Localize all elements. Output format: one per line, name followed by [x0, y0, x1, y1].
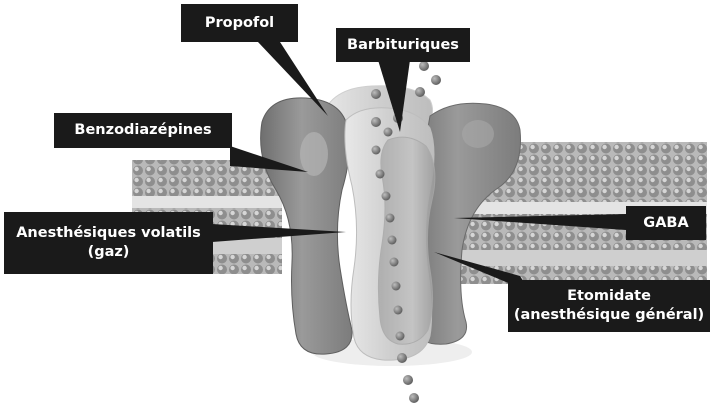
- label-etomidate-line1: Etomidate: [567, 287, 651, 306]
- label-barbituriques: Barbituriques: [336, 28, 470, 62]
- label-etomidate: Etomidate (anesthésique général): [508, 280, 710, 332]
- label-propofol: Propofol: [181, 4, 298, 42]
- label-benzodiazepines: Benzodiazépines: [54, 113, 232, 148]
- label-propofol-text: Propofol: [205, 14, 274, 33]
- label-volatils-line2: (gaz): [88, 243, 130, 262]
- label-benzodiazepines-text: Benzodiazépines: [74, 121, 211, 140]
- label-gaba-text: GABA: [643, 214, 688, 233]
- label-barbituriques-text: Barbituriques: [347, 36, 459, 55]
- label-etomidate-line2: (anesthésique général): [514, 306, 704, 325]
- label-volatils-line1: Anesthésiques volatils: [16, 224, 201, 243]
- label-anesthesiques-volatils: Anesthésiques volatils (gaz): [4, 212, 213, 274]
- label-gaba: GABA: [626, 206, 706, 240]
